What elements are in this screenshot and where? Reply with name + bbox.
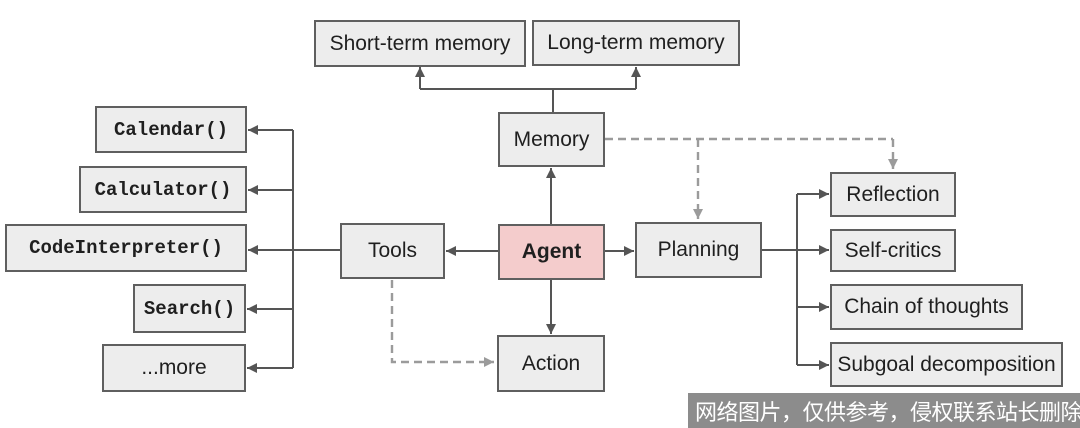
node-memory: Memory: [498, 112, 605, 167]
node-tools: Tools: [340, 223, 445, 279]
edge-tools-action-dashed: [390, 280, 494, 367]
solid-edges: [247, 67, 829, 373]
node-planning: Planning: [635, 222, 762, 278]
node-subgoal-decomposition: Subgoal decomposition: [830, 342, 1063, 387]
node-calendar: Calendar(): [95, 106, 247, 153]
node-reflection: Reflection: [830, 172, 956, 217]
node-agent: Agent: [498, 224, 605, 280]
node-code-interpreter: CodeInterpreter(): [5, 224, 247, 272]
node-search: Search(): [133, 284, 246, 333]
node-chain-of-thoughts: Chain of thoughts: [830, 284, 1023, 330]
node-short-term-memory: Short-term memory: [314, 20, 526, 67]
node-more: ...more: [102, 344, 246, 392]
node-long-term-memory: Long-term memory: [532, 20, 740, 66]
watermark-banner: 网络图片，仅供参考，侵权联系站长删除: [688, 393, 1080, 428]
node-action: Action: [497, 335, 605, 392]
dashed-edges: [390, 137, 898, 367]
node-self-critics: Self-critics: [830, 229, 956, 272]
node-calculator: Calculator(): [79, 166, 247, 213]
edge-planning-trunk: [762, 194, 798, 365]
